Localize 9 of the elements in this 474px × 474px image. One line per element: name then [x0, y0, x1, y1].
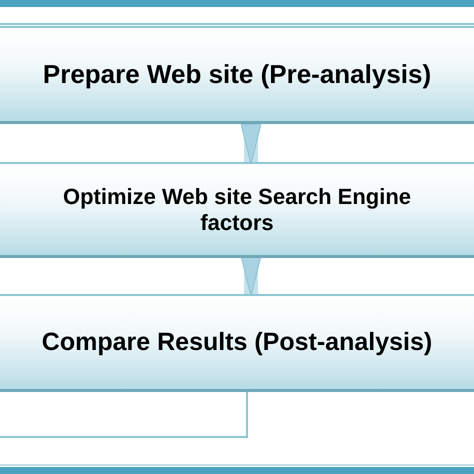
process-box [0, 26, 474, 124]
block-arrow [240, 256, 262, 296]
connector-line [0, 392, 248, 438]
block-arrow [240, 124, 262, 164]
step-label: Optimize Web site Search Engine factors [62, 184, 412, 235]
process-box [0, 294, 474, 392]
step-label: Prepare Web site (Pre-analysis) [42, 60, 432, 90]
step-label: Compare Results (Post-analysis) [42, 328, 432, 357]
process-box [0, 162, 474, 258]
